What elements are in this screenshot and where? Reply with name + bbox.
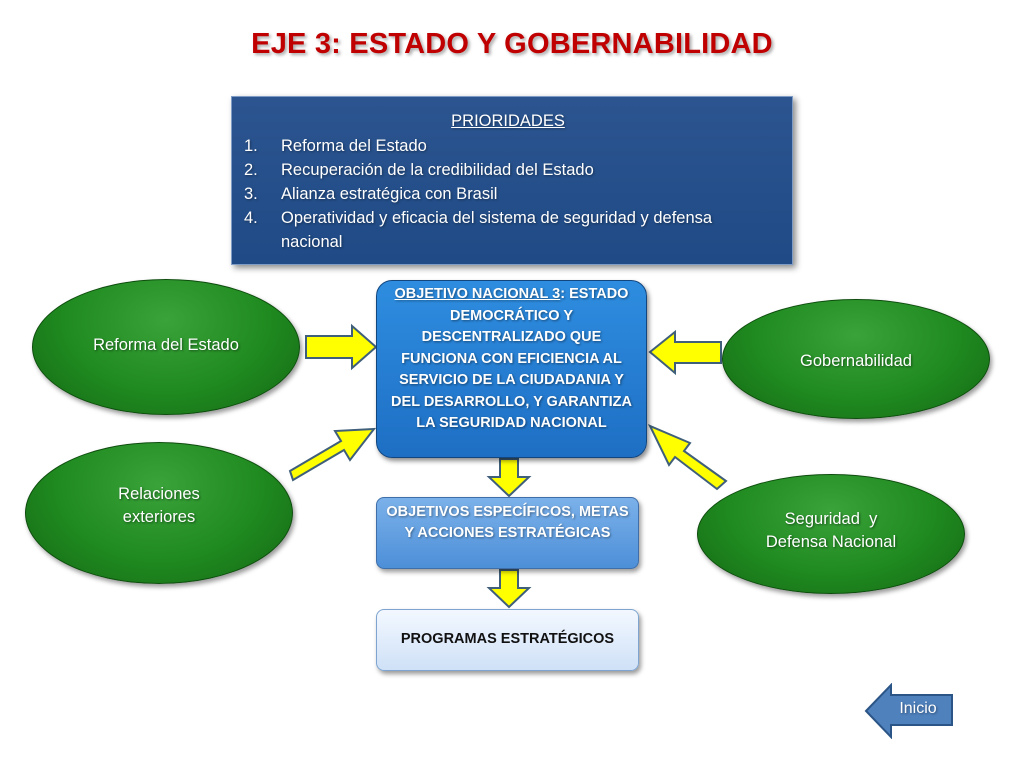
arrow-down-icon	[486, 569, 532, 609]
ellipse-reforma-del-estado: Reforma del Estado	[32, 279, 300, 415]
objetivo-nacional-label: OBJETIVO NACIONAL 3	[394, 286, 561, 302]
ellipse-label-line: Seguridad y	[784, 510, 878, 528]
priority-number: 1.	[244, 137, 258, 155]
inicio-label: Inicio	[899, 700, 937, 717]
priority-text: Reforma del Estado	[281, 137, 427, 155]
ellipse-label: Reforma del Estado	[93, 336, 239, 354]
ellipse-label-line: Defensa Nacional	[765, 533, 897, 551]
arrow-left-icon	[648, 329, 722, 376]
inicio-button[interactable]: Inicio	[864, 683, 954, 739]
arrow-up-right-icon	[288, 427, 377, 482]
ellipse-label: Gobernabilidad	[800, 352, 912, 370]
ellipse-relaciones-exteriores: Relaciones exteriores	[25, 442, 293, 584]
priorities-heading: PRIORIDADES	[451, 112, 565, 130]
arrow-right-icon	[305, 323, 378, 371]
ellipse-gobernabilidad: Gobernabilidad	[722, 299, 990, 419]
priority-item: 3. Alianza estratégica con Brasil	[244, 182, 772, 206]
priorities-list: 1. Reforma del Estado 2. Recuperación de l…	[244, 134, 772, 254]
ellipse-label-line: exteriores	[122, 508, 196, 526]
priorities-box: PRIORIDADES 1. Reforma del Estado 2. Recup…	[231, 96, 793, 265]
arrow-up-left-icon	[647, 424, 728, 491]
back-arrow-icon	[864, 683, 953, 739]
priority-item: 4. Operatividad y eficacia del sistema de…	[244, 206, 772, 254]
page-title: EJE 3: ESTADO Y GOBERNABILIDAD	[251, 28, 773, 60]
objetivo-nacional-box: OBJETIVO NACIONAL 3: ESTADO DEMOCRÁTICO …	[376, 280, 647, 458]
priority-item: 2. Recuperación de la credibilidad del Es…	[244, 158, 772, 182]
arrow-down-icon	[486, 458, 532, 498]
priority-number: 4.	[244, 209, 258, 227]
objetivo-nacional-text: ESTADO DEMOCRÁTICO Y DESCENTRALIZADO QUE…	[391, 286, 632, 431]
ellipse-seguridad-defensa: Seguridad y Defensa Nacional	[697, 474, 965, 594]
priority-text: Recuperación de la credibilidad del Esta…	[281, 161, 594, 179]
programas-estrategicos-box: PROGRAMAS ESTRATÉGICOS	[376, 609, 639, 671]
ellipse-label-line: Relaciones	[118, 485, 200, 503]
objetivo-nacional-colon: :	[560, 286, 566, 302]
objetivos-especificos-box: OBJETIVOS ESPECÍFICOS, METAS Y ACCIONES …	[376, 497, 639, 569]
priority-text: Alianza estratégica con Brasil	[281, 185, 498, 203]
priority-item: 1. Reforma del Estado	[244, 134, 772, 158]
priority-number: 3.	[244, 185, 258, 203]
priority-number: 2.	[244, 161, 258, 179]
priority-text: Operatividad y eficacia del sistema de s…	[281, 209, 713, 251]
